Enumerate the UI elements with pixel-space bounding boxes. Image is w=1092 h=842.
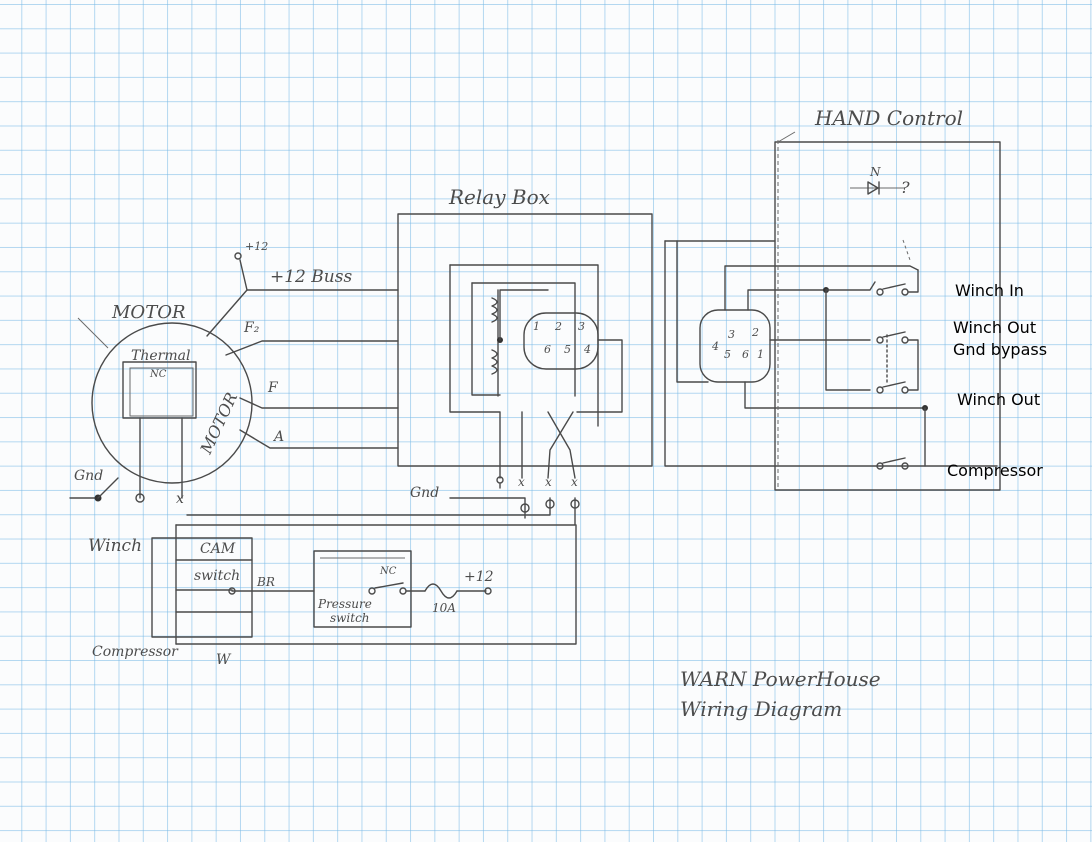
relay-pin-2: 2 [554, 320, 562, 333]
label-compressor: Compressor [947, 461, 1043, 480]
hand-control-label: HAND Control [814, 106, 963, 130]
hand-pin-2: 2 [751, 326, 759, 339]
thermal-label: Thermal [131, 348, 190, 364]
relay-pin-5: 5 [564, 343, 571, 356]
relay-box: x x x [397, 213, 653, 489]
hand-pin-1: 1 [757, 348, 764, 361]
hand-pin-4: 4 [711, 340, 719, 353]
relay-box-label: Relay Box [448, 185, 550, 209]
left-ground: x [69, 477, 184, 507]
switch-label: switch [194, 568, 240, 584]
title-line1: WARN PowerHouse [680, 667, 881, 691]
connector [699, 309, 771, 383]
relay-pin-1: 1 [533, 320, 540, 333]
label-gnd-bypass: Gnd bypass [953, 340, 1047, 359]
hand-control [664, 131, 1001, 491]
winch-label: Winch [88, 536, 142, 556]
label-winch-out-2: Winch Out [957, 390, 1040, 409]
cam-switch-block [151, 524, 315, 645]
hand-pin-5: 5 [724, 348, 731, 361]
svg-text:x: x [518, 475, 525, 489]
pressure-switch-label: switch [330, 611, 370, 625]
label-winch-out-1: Winch Out [953, 318, 1036, 337]
label-winch-in: Winch In [955, 281, 1024, 300]
buss-plus12-small: +12 [245, 240, 268, 253]
fuse-label: 10A [432, 601, 456, 615]
motor-inner-label: MOTOR [196, 389, 241, 457]
relay-pin-4: 4 [583, 343, 591, 356]
pressure-switch [313, 550, 492, 628]
title-line2: Wiring Diagram [680, 697, 842, 721]
svg-text:x: x [176, 491, 184, 507]
hand-pin-3: 3 [728, 328, 735, 341]
relay-pin-6: 6 [544, 343, 551, 356]
svg-text:x: x [571, 475, 578, 489]
diode-question: ? [901, 178, 910, 197]
relay-pin-3: 3 [578, 320, 585, 333]
a-label: A [272, 429, 284, 445]
fuse-symbol [424, 583, 458, 599]
f-label: F [267, 380, 279, 396]
f2-label: F₂ [243, 320, 260, 336]
plus12-label: +12 [464, 569, 494, 585]
left-gnd-label: Gnd [74, 468, 103, 484]
cam-label: CAM [200, 541, 236, 557]
br-label: BR [256, 575, 275, 589]
relay-gnd-label: Gnd [410, 485, 439, 501]
relay-ground [175, 483, 580, 645]
motor-nc-label: NC [149, 369, 167, 380]
pressure-label: Pressure [317, 597, 372, 611]
motor-leads [206, 252, 399, 449]
w-label: W [216, 652, 232, 668]
thermal-box [122, 361, 197, 419]
buss-label: +12 Buss [270, 267, 352, 287]
diode-label: N [869, 165, 881, 179]
compressor-hw-label: Compressor [92, 644, 179, 660]
pressure-nc-label: NC [379, 566, 397, 577]
svg-text:x: x [545, 475, 552, 489]
hand-pin-6: 6 [742, 348, 749, 361]
motor-label: MOTOR [111, 302, 186, 323]
